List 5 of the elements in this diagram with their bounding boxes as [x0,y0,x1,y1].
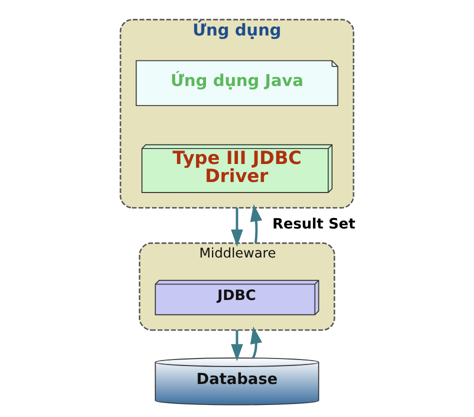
arrow [250,326,262,358]
arrow [230,208,244,247]
edge-label: Result Set [272,216,356,232]
arrow [230,330,244,362]
arrow [250,204,262,244]
